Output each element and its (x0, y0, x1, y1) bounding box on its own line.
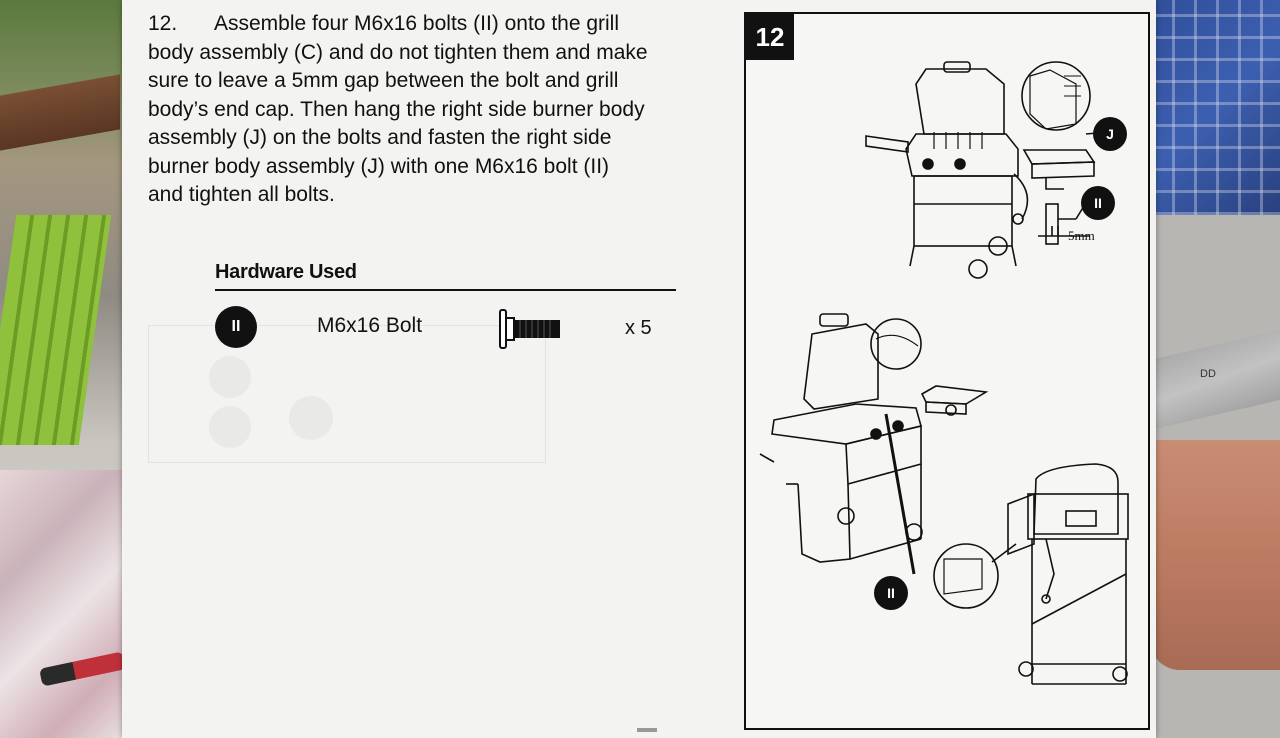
plaid-shirt (1150, 0, 1280, 215)
side-burner-top (1022, 149, 1096, 190)
plastic-wrap (0, 470, 125, 738)
diagram-step-label: 12 (746, 14, 794, 60)
bolt-icon (498, 308, 564, 355)
manual-page: 12.Assemble four M6x16 bolts (II) onto t… (122, 0, 1156, 738)
instruction-line: body assembly (C) and do not tighten the… (148, 40, 648, 64)
grill-top-view (865, 61, 1029, 279)
hand (1150, 440, 1280, 670)
instruction-line: and tighten all bolts. (148, 183, 335, 206)
instruction-line: body’s end cap. Then hang the right side… (148, 97, 645, 121)
hardware-used-title: Hardware Used (215, 261, 357, 283)
instruction-line: 12.Assemble four M6x16 bolts (II) onto t… (148, 10, 708, 39)
callout-bolt-top: II (1081, 186, 1115, 220)
grill-bottom-view (933, 463, 1129, 685)
bolt-gap-detail (1038, 203, 1090, 245)
hardware-divider (215, 289, 676, 291)
callout-bolt-bottom: II (874, 576, 908, 610)
instruction-line: burner body assembly (J) with one M6x16 … (148, 154, 610, 178)
grill-illustration (759, 61, 1129, 685)
metal-part-label: DD (1200, 368, 1216, 380)
grill-middle-view (771, 313, 989, 575)
hardware-quantity: x 5 (625, 317, 652, 339)
gap-dimension-label: 5mm (1068, 228, 1095, 243)
instruction-line: assembly (J) on the bolts and fasten the… (148, 126, 612, 149)
detail-circle-top (1021, 61, 1091, 131)
assembly-diagram: 12 (744, 12, 1150, 730)
show-through-box (148, 325, 546, 463)
step-number: 12. (148, 12, 178, 35)
hardware-code-badge: II (215, 306, 257, 348)
callout-j: J (1093, 117, 1127, 151)
instruction-line: sure to leave a 5mm gap between the bolt… (148, 69, 619, 92)
step-instruction: 12.Assemble four M6x16 bolts (II) onto t… (148, 10, 708, 210)
hardware-item-name: M6x16 Bolt (317, 314, 423, 337)
page-number-mark (637, 728, 657, 732)
